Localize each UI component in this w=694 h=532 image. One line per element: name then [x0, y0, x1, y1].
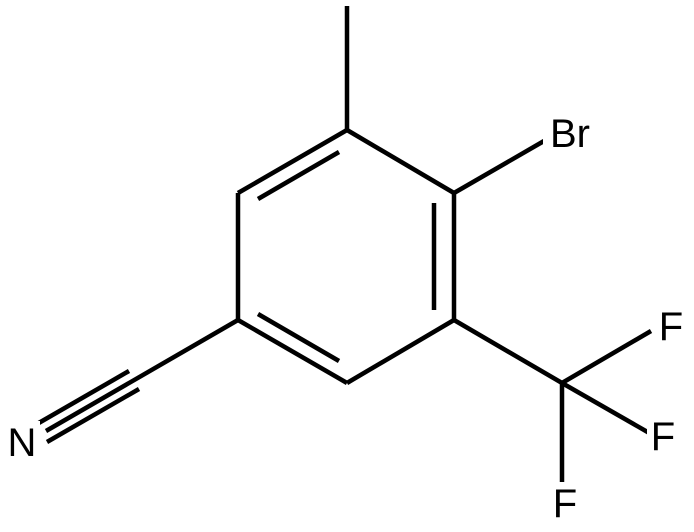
fluorine-bond-1	[560, 329, 653, 385]
fluorine-label-2: F	[651, 415, 675, 459]
ring-bond-c4-c5	[236, 318, 349, 385]
bromine-bond	[452, 139, 546, 195]
fluorine-label-3: F	[553, 482, 577, 526]
ring-bond-c1-c2	[345, 128, 456, 195]
fluorine-label-1: F	[659, 305, 683, 349]
bromine-label: Br	[550, 112, 590, 156]
nitrile-bond-lower	[45, 387, 141, 444]
ring-bond-c6-c1	[236, 128, 349, 195]
f1-label-background	[655, 305, 687, 351]
ring-inner-bond-c4-c5	[256, 312, 341, 363]
nitrogen-label: N	[8, 421, 37, 465]
nitrile-bond-upper	[35, 369, 131, 426]
ring-inner-bond-c1-c6	[256, 150, 341, 201]
fluorine-bond-2	[560, 381, 653, 436]
f3-label-background	[549, 482, 581, 528]
f2-label-background	[647, 414, 679, 460]
n-label-background	[4, 421, 40, 467]
cf3-bond	[452, 318, 564, 385]
br-label-background	[543, 112, 597, 158]
nitrile-bond-center	[44, 318, 240, 433]
ring-bond-c3-c4	[345, 318, 456, 385]
